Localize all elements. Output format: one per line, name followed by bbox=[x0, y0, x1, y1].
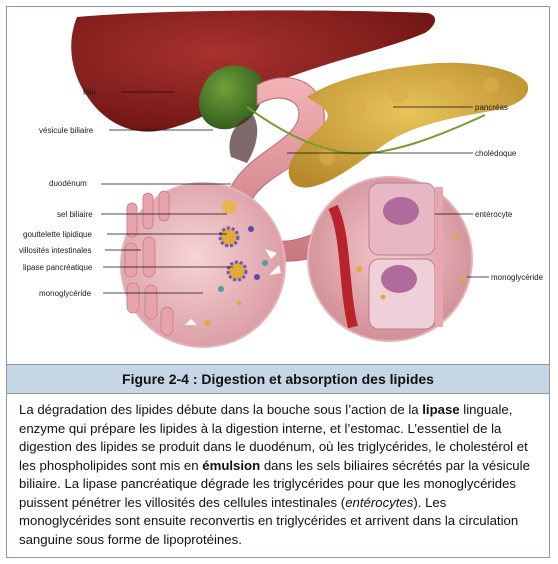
label-bile-salt: sel biliaire bbox=[57, 210, 93, 219]
enterocyte-magnified-circle bbox=[307, 176, 473, 342]
label-villi: villosités intestinales bbox=[19, 246, 92, 255]
label-monoglyceride-right: monoglycéride bbox=[491, 273, 544, 282]
figure-frame: foie vésicule biliaire duodénum sel bili… bbox=[6, 6, 550, 558]
duodenum-lumen bbox=[229, 115, 258, 163]
label-monoglyceride-left: monoglycéride bbox=[39, 289, 92, 298]
figure-description: La dégradation des lipides débute dans l… bbox=[19, 401, 541, 549]
figure-caption: Figure 2-4 : Digestion et absorption des… bbox=[7, 364, 549, 394]
label-pancreatic-lipase: lipase pancréatique bbox=[23, 263, 93, 272]
villi-magnified-circle bbox=[120, 182, 286, 348]
label-liver: foie bbox=[83, 88, 96, 97]
gallbladder-shape bbox=[198, 65, 264, 130]
label-enterocyte: entérocyte bbox=[475, 210, 513, 219]
label-gallbladder: vésicule biliaire bbox=[39, 126, 94, 135]
label-duodenum: duodénum bbox=[49, 179, 87, 188]
label-pancreas: pancréas bbox=[475, 103, 508, 112]
text-part-4: ). Les monoglycérides sont ensuite recon… bbox=[19, 494, 519, 547]
text-term-lipase: lipase bbox=[422, 402, 460, 417]
text-part-2: linguale, enzyme qui prépare les lipides… bbox=[19, 402, 528, 473]
text-term-emulsion: émulsion bbox=[202, 457, 261, 473]
label-common-bile-duct: cholédoque bbox=[475, 149, 517, 158]
digestion-illustration bbox=[71, 10, 529, 348]
text-term-enterocytes: entérocytes bbox=[345, 494, 414, 510]
pancreas-shape bbox=[288, 62, 529, 188]
text-part-3: dans les sels biliaires sécrétés par la … bbox=[19, 457, 530, 510]
text-part-1: La dégradation des lipides débute dans l… bbox=[19, 402, 423, 417]
label-lipid-droplet: gouttelette lipidique bbox=[23, 230, 92, 239]
